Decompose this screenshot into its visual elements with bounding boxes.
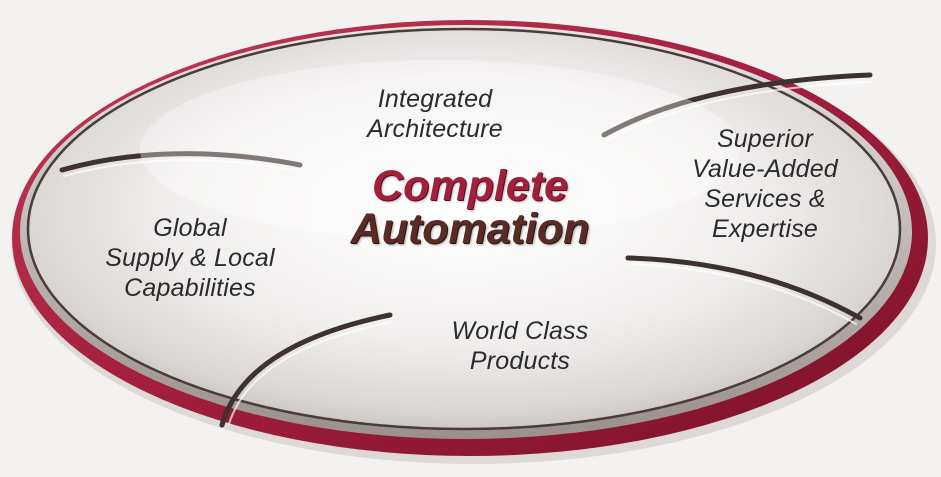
- divider-top-right-highlight: [605, 81, 871, 142]
- segment-left-line3: Capabilities: [124, 274, 256, 302]
- segment-integrated-architecture: Integrated Architecture: [340, 84, 530, 144]
- segment-right-line3: Services &: [704, 185, 826, 213]
- segment-left-line2: Supply & Local: [105, 244, 275, 272]
- segment-right-line4: Expertise: [711, 215, 818, 243]
- center-title: Complete Automation: [300, 165, 640, 251]
- gloss-highlight: [140, 60, 740, 240]
- divider-bottom-right: [625, 255, 863, 321]
- segment-right-line1: Superior: [716, 125, 814, 153]
- segment-top-line1: Integrated: [377, 85, 493, 113]
- divider-top-left: [59, 151, 303, 173]
- divider-bottom-left-highlight: [228, 321, 393, 425]
- divider-top-right: [601, 72, 873, 138]
- segment-world-class-products: World Class Products: [425, 316, 615, 376]
- ellipse-inner-face: [26, 27, 902, 431]
- segment-global-supply: Global Supply & Local Capabilities: [80, 213, 300, 303]
- segment-left-line1: Global: [153, 214, 227, 242]
- center-title-line1: Complete: [372, 162, 568, 210]
- segment-dividers: [59, 72, 873, 428]
- segment-bottom-line1: World Class: [451, 317, 589, 345]
- center-title-line2: Automation: [350, 205, 590, 253]
- segment-bottom-line2: Products: [469, 347, 571, 375]
- divider-top-left-highlight: [63, 159, 301, 177]
- segment-right-line2: Value-Added: [692, 155, 838, 183]
- divider-bottom-right-highlight: [627, 263, 857, 325]
- segment-superior-services: Superior Value-Added Services & Expertis…: [665, 124, 865, 244]
- divider-bottom-left: [219, 312, 393, 428]
- segment-top-line2: Architecture: [367, 115, 503, 143]
